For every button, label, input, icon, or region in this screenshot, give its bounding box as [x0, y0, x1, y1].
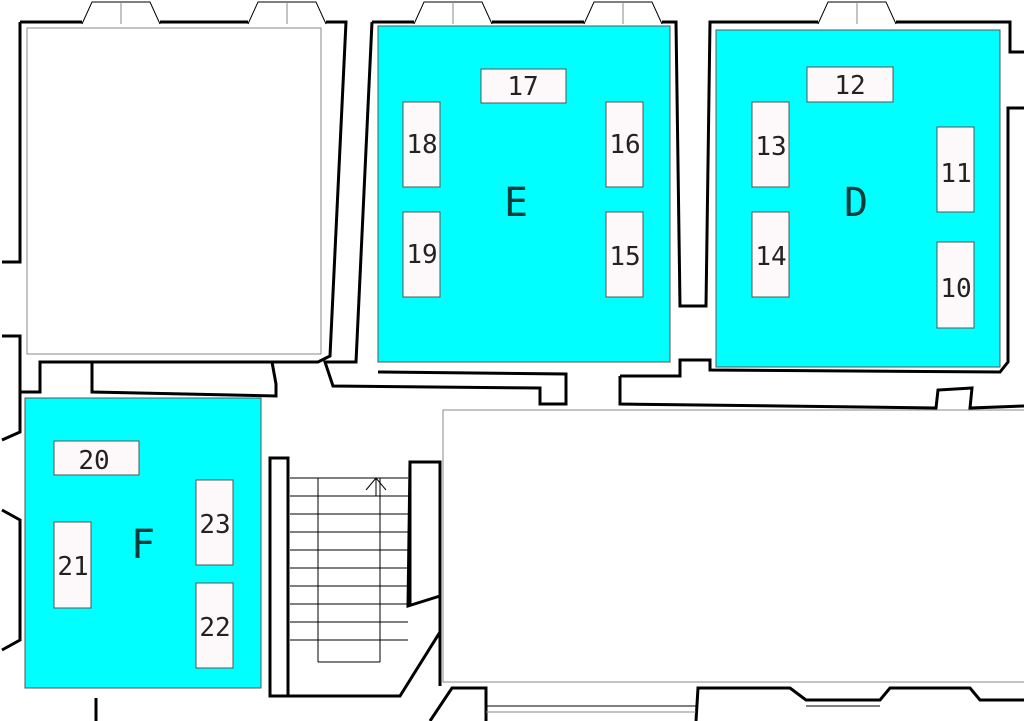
table-21-label: 21: [57, 552, 88, 582]
table-19[interactable]: [402, 211, 441, 298]
table-22-label: 22: [199, 613, 230, 643]
table-21[interactable]: [53, 521, 92, 609]
table-12-label: 12: [834, 71, 865, 101]
table-10-label: 10: [940, 274, 971, 304]
table-11-label: 11: [940, 159, 971, 189]
table-18-label: 18: [406, 130, 437, 160]
table-14[interactable]: [751, 211, 790, 298]
table-23-label: 23: [199, 510, 230, 540]
table-18[interactable]: [402, 101, 441, 188]
table-15-label: 15: [609, 242, 640, 272]
room-e-label: E: [504, 180, 528, 226]
table-17[interactable]: [480, 68, 567, 104]
table-19-label: 19: [406, 240, 437, 270]
table-20[interactable]: [53, 440, 140, 476]
table-11[interactable]: [936, 126, 975, 213]
table-10[interactable]: [936, 241, 975, 329]
table-20-label: 20: [78, 446, 109, 476]
table-16[interactable]: [605, 101, 644, 188]
table-14-label: 14: [755, 242, 786, 272]
walls: [1, 20, 1024, 721]
table-12[interactable]: [806, 66, 894, 103]
table-13-label: 13: [755, 132, 786, 162]
room-f: F 20 21 23 22: [24, 397, 262, 689]
table-16-label: 16: [609, 130, 640, 160]
room-d-label: D: [844, 180, 868, 226]
table-13[interactable]: [751, 101, 790, 188]
table-23[interactable]: [195, 479, 234, 566]
room-f-label: F: [131, 522, 155, 568]
table-22[interactable]: [195, 582, 234, 669]
table-15[interactable]: [605, 211, 644, 298]
windows-top: [81, 1, 897, 25]
table-17-label: 17: [507, 72, 538, 102]
room-d: D 12 13 14 11 10: [715, 29, 1001, 368]
room-e: E 17 18 19 16 15: [377, 25, 671, 363]
staircase: [290, 477, 408, 663]
